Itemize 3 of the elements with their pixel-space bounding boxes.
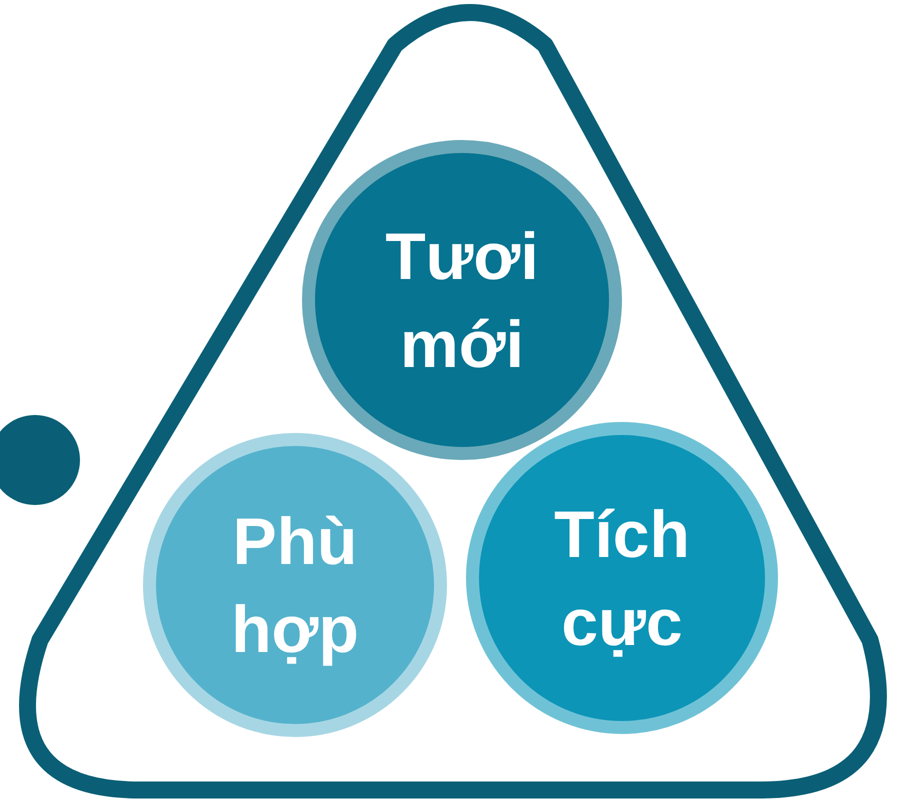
circle-node: Tích cực <box>466 422 778 734</box>
circle-node: Phù hợp <box>143 433 447 737</box>
circle-node: Tươi mới <box>302 140 622 460</box>
